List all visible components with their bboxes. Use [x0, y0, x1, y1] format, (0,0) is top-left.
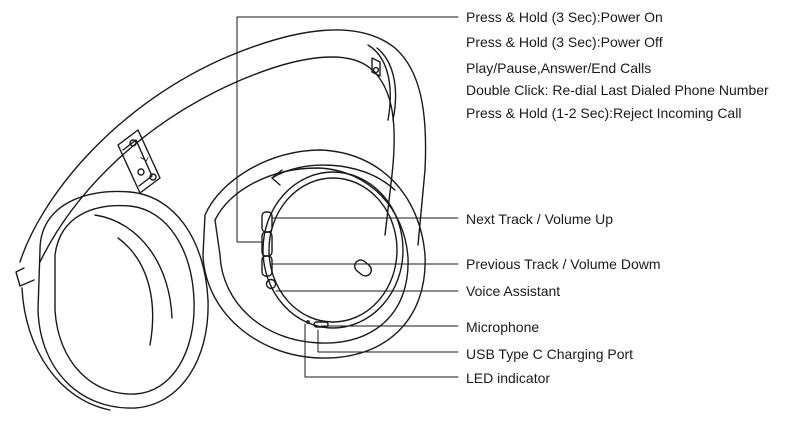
redial-label: Double Click: Re-dial Last Dialed Phone …: [466, 82, 769, 98]
control-cluster: [261, 211, 329, 328]
volume-down-button[interactable]: [261, 255, 273, 277]
microphone-label: Microphone: [466, 319, 540, 335]
leader-led: [304, 323, 459, 378]
left-earcup: [21, 190, 209, 411]
voice-assistant-label: Voice Assistant: [466, 283, 561, 299]
earcup-plate: [262, 171, 404, 329]
leader-power: [236, 16, 459, 243]
leader-usb: [317, 329, 459, 353]
right-earcup: [202, 149, 426, 359]
hinge-screw-icon: [149, 173, 157, 181]
hinge-screw-icon: [129, 139, 137, 147]
side-marker-label: L: [139, 153, 152, 164]
hinge-screw-icon: [137, 168, 145, 176]
reject-call-label: Press & Hold (1-2 Sec):Reject Incoming C…: [466, 105, 742, 121]
voice-assistant-button[interactable]: [265, 278, 277, 290]
previous-track-label: Previous Track / Volume Dowm: [466, 256, 661, 272]
leader-lines: [236, 16, 459, 378]
power-off-label: Press & Hold (3 Sec):Power Off: [466, 34, 663, 50]
next-track-label: Next Track / Volume Up: [466, 211, 614, 227]
led-indicator: [306, 320, 310, 324]
usb-port-label: USB Type C Charging Port: [466, 346, 634, 362]
play-pause-label: Play/Pause,Answer/End Calls: [466, 60, 652, 76]
power-on-label: Press & Hold (3 Sec):Power On: [466, 9, 663, 25]
usb-c-port: [313, 321, 329, 328]
headband: [15, 29, 427, 287]
led-indicator-label: LED indicator: [466, 370, 551, 386]
left-hinge: [117, 129, 161, 194]
